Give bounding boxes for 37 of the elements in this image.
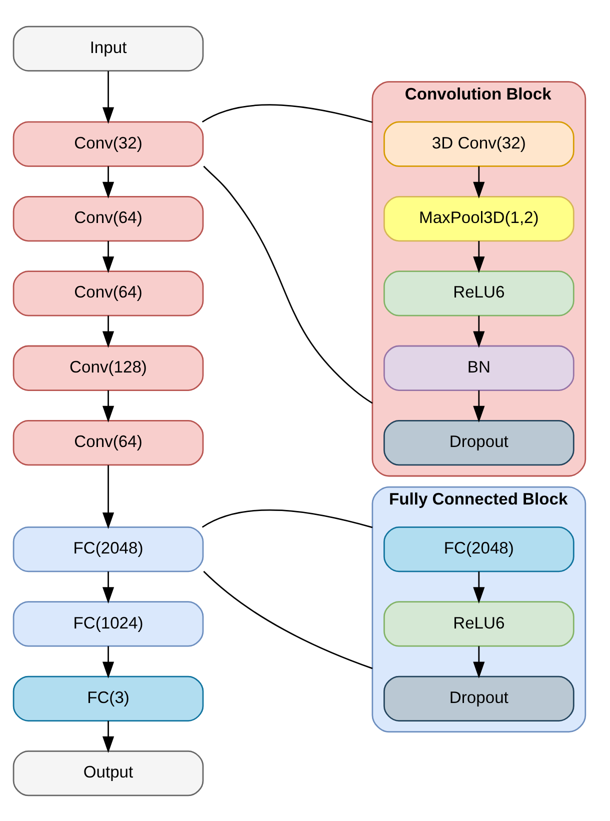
- arrow: [473, 315, 485, 348]
- arrow: [102, 390, 114, 422]
- node-box: Conv(32): [12, 120, 204, 166]
- arrow: [473, 166, 485, 198]
- arrow: [102, 720, 114, 753]
- node-box: ReLU6: [383, 600, 574, 646]
- connector: [202, 104, 373, 122]
- arrow: [473, 390, 485, 422]
- node-box: Dropout: [383, 675, 574, 721]
- node-box: 3D Conv(32): [383, 120, 574, 166]
- node-box: Output: [12, 750, 204, 796]
- arrow: [102, 570, 114, 604]
- arrow: [473, 240, 485, 273]
- node-box: BN: [383, 344, 574, 390]
- node-box: Conv(64): [12, 270, 204, 316]
- node-box: Conv(64): [12, 195, 204, 242]
- arrow: [102, 315, 114, 348]
- connector: [203, 165, 373, 404]
- node-box: MaxPool3D(1,2): [383, 195, 574, 242]
- connector: [203, 570, 373, 669]
- node-box: Conv(64): [12, 419, 204, 466]
- arrow: [102, 464, 114, 529]
- node-box: FC(3): [12, 675, 204, 721]
- node-box: ReLU6: [383, 270, 574, 316]
- arrow: [102, 70, 114, 124]
- node-box: FC(2048): [383, 526, 574, 572]
- node-box: Dropout: [383, 419, 574, 466]
- node-box: FC(2048): [12, 526, 204, 572]
- arrow: [473, 646, 485, 678]
- node-box: Conv(128): [12, 344, 204, 390]
- connector: [202, 508, 373, 528]
- arrow: [102, 166, 114, 198]
- arrow: [102, 646, 114, 678]
- arrow: [473, 570, 485, 604]
- node-box: FC(1024): [12, 600, 204, 646]
- arrow: [102, 240, 114, 273]
- node-box: Input: [12, 25, 204, 71]
